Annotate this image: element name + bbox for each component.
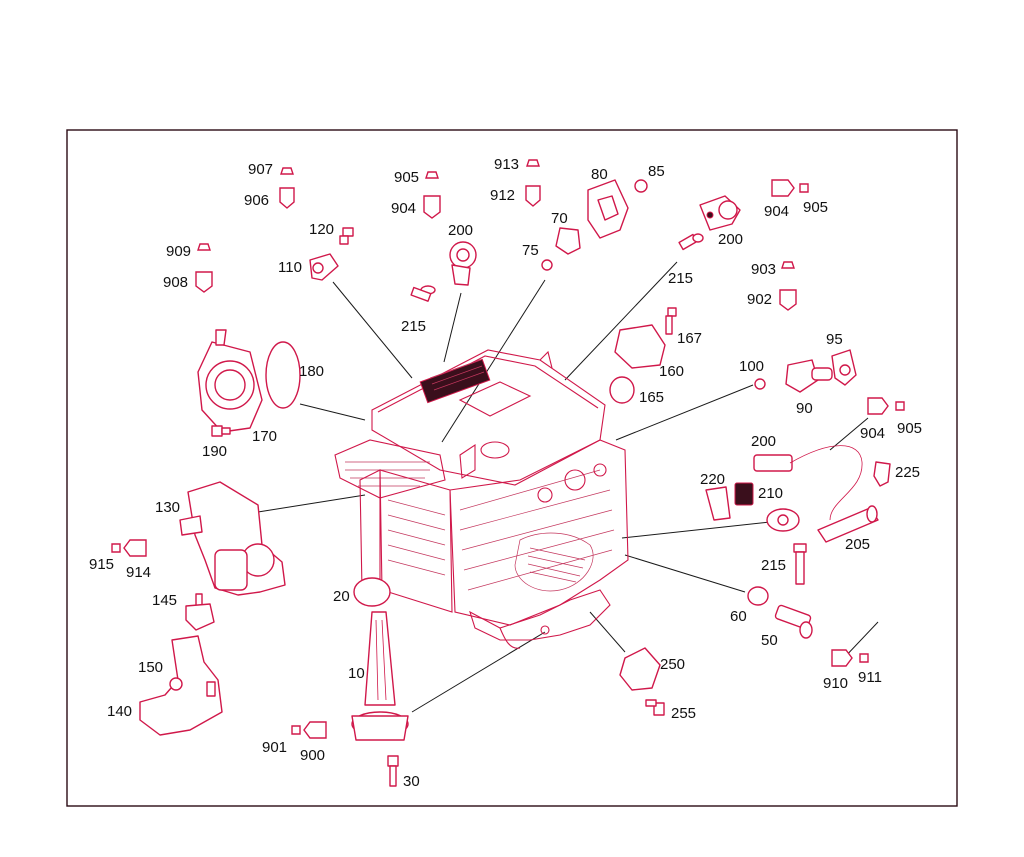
label-70: 70 bbox=[551, 210, 568, 227]
label-913: 913 bbox=[494, 156, 519, 173]
label-85: 85 bbox=[648, 163, 665, 180]
label-210: 210 bbox=[758, 485, 783, 502]
label-910: 910 bbox=[823, 675, 848, 692]
label-904: 904 bbox=[391, 200, 416, 217]
label-909: 909 bbox=[166, 243, 191, 260]
label-912: 912 bbox=[490, 187, 515, 204]
label-150: 150 bbox=[138, 659, 163, 676]
label-30: 30 bbox=[403, 773, 420, 790]
label-908: 908 bbox=[163, 274, 188, 291]
part-85-nut bbox=[634, 179, 648, 193]
diagram-frame bbox=[66, 129, 958, 807]
label-165: 165 bbox=[639, 389, 664, 406]
label-200: 200 bbox=[448, 222, 473, 239]
label-95: 95 bbox=[826, 331, 843, 348]
label-90: 90 bbox=[796, 400, 813, 417]
part-20-gasket bbox=[353, 577, 391, 607]
label-145: 145 bbox=[152, 592, 177, 609]
part-knock-sensor bbox=[766, 508, 800, 532]
part-50-sensor bbox=[774, 604, 813, 639]
label-905: 905 bbox=[803, 199, 828, 216]
label-120: 120 bbox=[309, 221, 334, 238]
part-95-clip bbox=[831, 349, 857, 386]
label-20: 20 bbox=[333, 588, 350, 605]
part-130-throttle bbox=[179, 481, 286, 596]
part-250-sensor bbox=[619, 647, 661, 691]
label-220: 220 bbox=[700, 471, 725, 488]
label-906: 906 bbox=[244, 192, 269, 209]
label-907: 907 bbox=[248, 161, 273, 178]
part-225-clip bbox=[873, 461, 891, 487]
part-215-bolt-b bbox=[678, 233, 704, 251]
label-167: 167 bbox=[677, 330, 702, 347]
part-255-bolt bbox=[645, 699, 665, 716]
label-915: 915 bbox=[89, 556, 114, 573]
part-200-sensor-c bbox=[753, 445, 863, 521]
label-215: 215 bbox=[668, 270, 693, 287]
part-110-sensor bbox=[309, 253, 339, 281]
label-905: 905 bbox=[897, 420, 922, 437]
label-903: 903 bbox=[751, 261, 776, 278]
part-140-bracket bbox=[139, 635, 223, 736]
label-50: 50 bbox=[761, 632, 778, 649]
label-170: 170 bbox=[252, 428, 277, 445]
part-30-bolt bbox=[387, 755, 399, 787]
label-902: 902 bbox=[747, 291, 772, 308]
part-145-sensor bbox=[185, 593, 215, 631]
label-914: 914 bbox=[126, 564, 151, 581]
label-180: 180 bbox=[299, 363, 324, 380]
part-10-dipstick-tube bbox=[351, 611, 409, 741]
label-900: 900 bbox=[300, 747, 325, 764]
label-215: 215 bbox=[761, 557, 786, 574]
label-140: 140 bbox=[107, 703, 132, 720]
label-190: 190 bbox=[202, 443, 227, 460]
label-255: 255 bbox=[671, 705, 696, 722]
part-70-sensor bbox=[555, 227, 581, 255]
label-225: 225 bbox=[895, 464, 920, 481]
label-80: 80 bbox=[591, 166, 608, 183]
part-120-bolt bbox=[339, 227, 354, 245]
part-165-ring bbox=[609, 376, 635, 404]
label-60: 60 bbox=[730, 608, 747, 625]
part-180-oring bbox=[265, 341, 301, 409]
label-904: 904 bbox=[764, 203, 789, 220]
part-215-bolt-c bbox=[793, 543, 807, 585]
part-90-sensor bbox=[785, 359, 833, 393]
label-130: 130 bbox=[155, 499, 180, 516]
part-210-plug bbox=[734, 482, 754, 506]
part-100-nut bbox=[754, 378, 766, 390]
label-160: 160 bbox=[659, 363, 684, 380]
connector-symbols bbox=[111, 159, 905, 739]
label-75: 75 bbox=[522, 242, 539, 259]
part-60-ring bbox=[747, 586, 769, 606]
part-75-ring bbox=[541, 259, 553, 271]
part-80-cover bbox=[587, 179, 629, 239]
label-905: 905 bbox=[394, 169, 419, 186]
part-170-cover bbox=[197, 329, 263, 433]
label-904: 904 bbox=[860, 425, 885, 442]
part-220-pad bbox=[705, 486, 731, 521]
label-205: 205 bbox=[845, 536, 870, 553]
label-250: 250 bbox=[660, 656, 685, 673]
label-200: 200 bbox=[751, 433, 776, 450]
label-200: 200 bbox=[718, 231, 743, 248]
label-911: 911 bbox=[858, 669, 882, 686]
part-160-sensor bbox=[614, 324, 666, 369]
engine-assembly bbox=[334, 349, 629, 649]
label-110: 110 bbox=[278, 259, 302, 276]
part-200-sensor-a bbox=[449, 241, 477, 286]
part-167-bolt bbox=[665, 307, 677, 335]
label-215: 215 bbox=[401, 318, 426, 335]
part-215-bolt-a bbox=[410, 285, 436, 302]
label-100: 100 bbox=[739, 358, 764, 375]
label-901: 901 bbox=[262, 739, 287, 756]
part-labels: 907 906 120 110 905 904 200 215 913 912 … bbox=[89, 156, 922, 790]
label-10: 10 bbox=[348, 665, 365, 682]
part-200-sensor-b bbox=[699, 195, 741, 231]
part-205-tube bbox=[817, 505, 879, 543]
part-190-bolt bbox=[211, 425, 231, 437]
